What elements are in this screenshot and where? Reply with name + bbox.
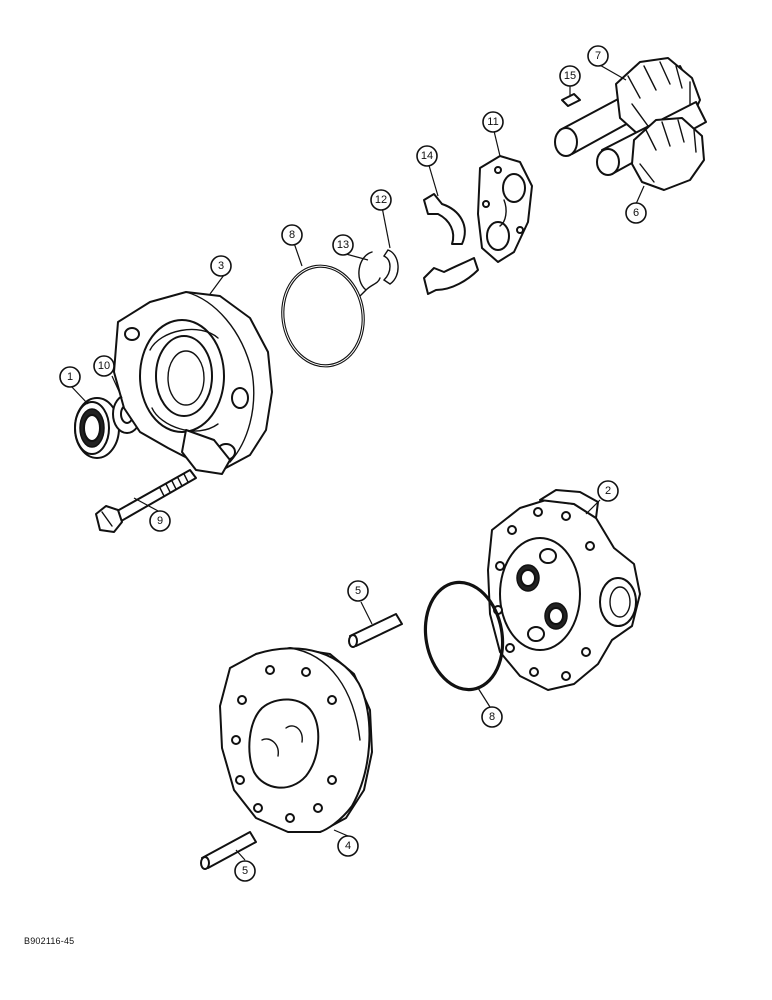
callout-15-label: 15 — [564, 70, 576, 82]
part-wear-clips — [423, 193, 479, 295]
part-key — [561, 93, 581, 107]
callout-6: 6 — [625, 202, 647, 224]
callout-4: 4 — [337, 835, 359, 857]
part-o-ring-lower — [423, 580, 505, 692]
callout-14: 14 — [416, 145, 438, 167]
callout-5-upper: 5 — [347, 580, 369, 602]
callout-11: 11 — [482, 111, 504, 133]
callout-11-label: 11 — [487, 116, 498, 128]
part-seal-ring — [382, 249, 399, 285]
leader-lines — [69, 63, 645, 861]
part-wear-plate — [477, 155, 533, 263]
callout-1-label: 1 — [67, 371, 73, 383]
callout-8-lower: 8 — [481, 706, 503, 728]
part-drive-gear — [554, 57, 701, 157]
callout-12-label: 12 — [375, 194, 387, 206]
callout-8-lower-label: 8 — [489, 711, 495, 723]
callout-9-label: 9 — [157, 515, 163, 527]
callout-3-label: 3 — [218, 260, 224, 272]
callout-5-upper-label: 5 — [355, 585, 361, 597]
callout-10-label: 10 — [98, 360, 110, 372]
callout-8-upper: 8 — [281, 224, 303, 246]
callout-7: 7 — [587, 45, 609, 67]
callout-2: 2 — [597, 480, 619, 502]
callout-1: 1 — [59, 366, 81, 388]
callout-6-label: 6 — [633, 207, 639, 219]
callout-9: 9 — [149, 510, 171, 532]
part-end-cover — [487, 489, 641, 691]
part-mounting-flange — [113, 291, 273, 475]
part-driven-gear — [596, 101, 707, 191]
part-bolt — [95, 469, 197, 533]
figure-reference-code: B902116-45 — [24, 936, 75, 946]
callout-13-label: 13 — [337, 239, 349, 251]
callout-5-lower: 5 — [234, 860, 256, 882]
callout-4-label: 4 — [345, 840, 351, 852]
part-o-ring-upper — [281, 264, 365, 368]
callout-15: 15 — [559, 65, 581, 87]
callout-10: 10 — [93, 355, 115, 377]
callout-7-label: 7 — [595, 50, 601, 62]
callout-8-upper-label: 8 — [289, 229, 295, 241]
part-gear-housing — [219, 647, 373, 833]
part-dowel-pin-lower — [200, 831, 257, 870]
callout-5-lower-label: 5 — [242, 865, 248, 877]
callout-2-label: 2 — [605, 485, 611, 497]
callout-3: 3 — [210, 255, 232, 277]
callout-14-label: 14 — [421, 150, 433, 162]
part-seal — [74, 397, 120, 459]
part-dowel-pin-upper — [348, 613, 403, 648]
callout-13: 13 — [332, 234, 354, 256]
part-snap-ring — [358, 251, 381, 297]
callout-12: 12 — [370, 189, 392, 211]
